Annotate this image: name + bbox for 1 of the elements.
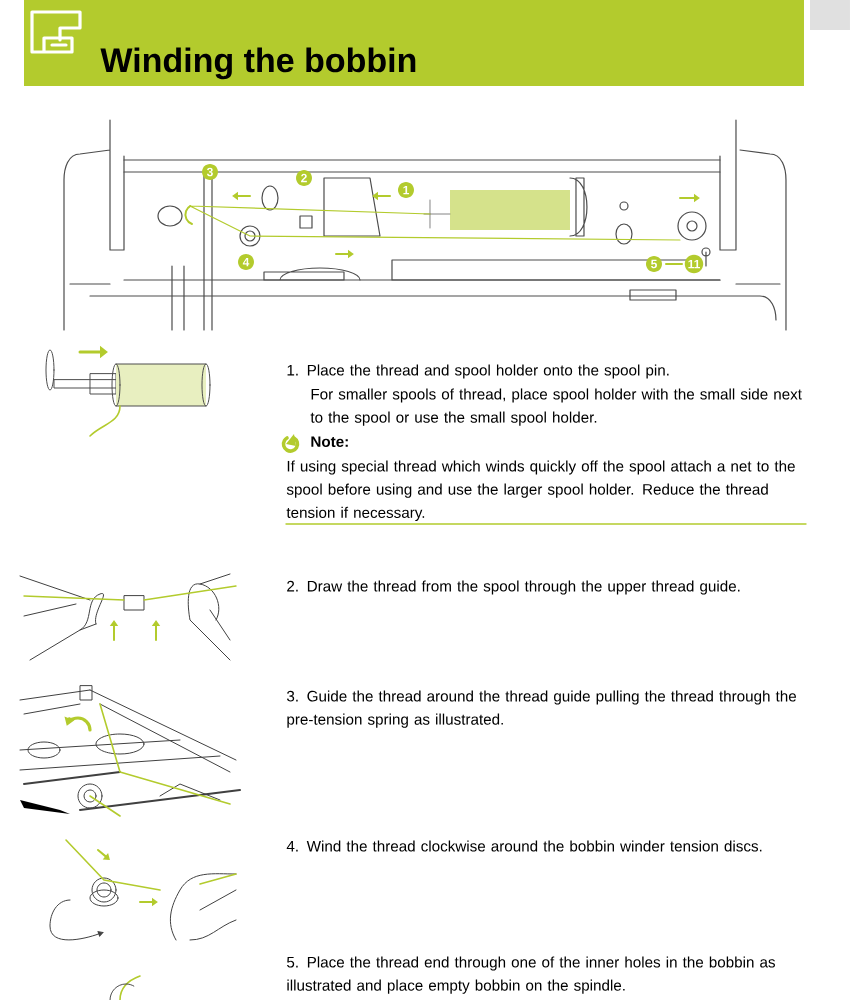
title: Winding the bobbin [100, 47, 416, 80]
